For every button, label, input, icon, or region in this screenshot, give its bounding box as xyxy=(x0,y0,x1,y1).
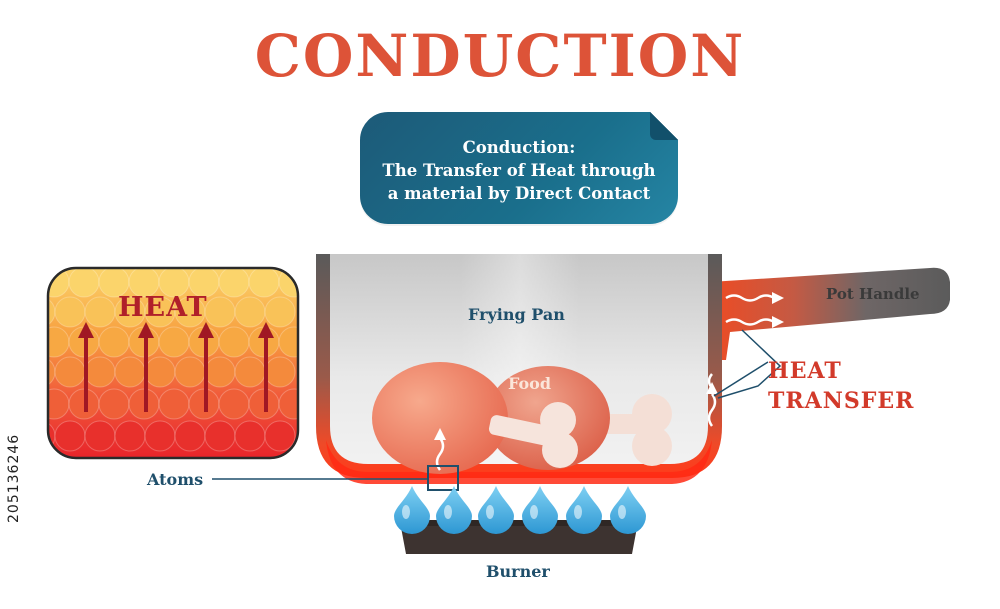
pot-handle xyxy=(710,267,950,360)
flame xyxy=(436,486,472,534)
atoms-callout xyxy=(212,465,459,491)
folded-corner xyxy=(650,112,678,140)
atom xyxy=(218,268,250,298)
page-title: CONDUCTION xyxy=(254,22,746,90)
atom xyxy=(204,356,236,388)
drumstick-front xyxy=(372,362,508,474)
arrowheads xyxy=(706,292,784,394)
atom xyxy=(98,326,130,358)
atom xyxy=(48,356,56,388)
atom xyxy=(114,356,146,388)
atom xyxy=(248,268,280,298)
atom xyxy=(264,296,296,328)
atom xyxy=(84,296,116,328)
atom xyxy=(54,420,86,452)
burner xyxy=(400,520,638,554)
atom xyxy=(84,356,116,388)
atom xyxy=(158,388,190,420)
definition-line-1: Conduction: xyxy=(462,138,576,157)
definition-line-2: The Transfer of Heat through xyxy=(382,161,656,180)
flame-highlight xyxy=(444,505,452,519)
bone-left xyxy=(488,402,578,468)
atom xyxy=(278,388,298,420)
atom xyxy=(234,420,266,452)
atom xyxy=(144,356,176,388)
food xyxy=(372,362,672,474)
flame-highlight xyxy=(618,505,626,519)
flame xyxy=(394,486,430,534)
frying-pan-label: Frying Pan xyxy=(468,305,565,324)
atom xyxy=(48,420,56,452)
definition-text: Conduction: The Transfer of Heat through… xyxy=(370,136,668,205)
flame xyxy=(478,486,514,534)
atom xyxy=(264,356,296,388)
food-label: Food xyxy=(508,374,552,393)
flame-highlight xyxy=(574,505,582,519)
flame-highlight xyxy=(530,505,538,519)
atom xyxy=(278,326,298,358)
atom xyxy=(264,420,296,452)
atom xyxy=(48,326,70,358)
flame xyxy=(566,486,602,534)
heat-transfer-line-1: HEAT xyxy=(768,358,842,384)
flame-highlight xyxy=(402,505,410,519)
atom xyxy=(68,268,100,298)
definition-line-3: a material by Direct Contact xyxy=(387,184,651,203)
atom xyxy=(48,388,70,420)
heat-transfer-line-2: TRANSFER xyxy=(768,388,915,414)
atom xyxy=(158,326,190,358)
atom xyxy=(84,420,116,452)
atom xyxy=(204,296,236,328)
heat-transfer-label: HEAT TRANSFER xyxy=(768,356,914,416)
definition-box: Conduction: The Transfer of Heat through… xyxy=(360,112,678,224)
atom xyxy=(234,296,266,328)
atom xyxy=(144,420,176,452)
atom xyxy=(218,326,250,358)
pot-handle-label: Pot Handle xyxy=(826,285,920,303)
atom xyxy=(218,388,250,420)
atom xyxy=(48,296,56,328)
burner-label: Burner xyxy=(486,562,550,581)
atom xyxy=(54,296,86,328)
atom xyxy=(234,356,266,388)
atom xyxy=(114,420,146,452)
flame-icon xyxy=(394,486,646,534)
heat-label: HEAT xyxy=(118,292,208,323)
atom xyxy=(54,356,86,388)
atoms-label: Atoms xyxy=(147,470,204,489)
flame-highlight xyxy=(486,505,494,519)
atom xyxy=(174,356,206,388)
heat-arrow-icon xyxy=(78,322,274,412)
flame xyxy=(522,486,558,534)
flame xyxy=(610,486,646,534)
atom xyxy=(174,420,206,452)
atom xyxy=(204,420,236,452)
heat-transfer-pointers xyxy=(713,329,782,399)
stock-id-watermark: 205136246 xyxy=(6,433,22,523)
atom xyxy=(98,388,130,420)
